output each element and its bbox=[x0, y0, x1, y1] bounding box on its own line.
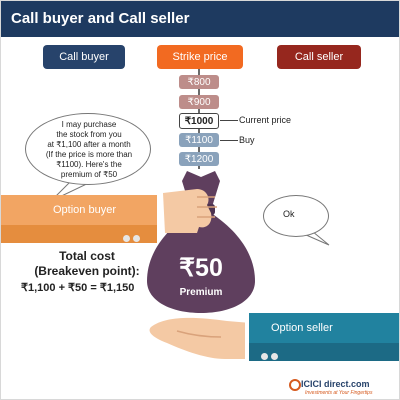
logo-icon bbox=[289, 379, 301, 391]
buy-label: Buy bbox=[239, 135, 255, 145]
breakeven-formula: ₹1,100 + ₹50 = ₹1,150 bbox=[21, 282, 135, 294]
option-buyer-dots bbox=[123, 229, 143, 247]
dot bbox=[133, 235, 140, 242]
premium-label: Premium bbox=[179, 287, 223, 298]
strike-1200: ₹1200 bbox=[179, 152, 219, 166]
dot bbox=[123, 235, 130, 242]
buyer-hand-icon bbox=[157, 189, 217, 235]
buyer-speech-text: I may purchase the stock from you at ₹1,… bbox=[45, 120, 133, 179]
option-buyer-band: Option buyer bbox=[1, 195, 157, 225]
title-bar: Call buyer and Call seller bbox=[1, 1, 399, 37]
option-seller-band: Option seller bbox=[249, 313, 399, 343]
brand-tagline: Investments at Your Fingertips bbox=[305, 390, 373, 396]
current-price-label: Current price bbox=[239, 115, 292, 125]
call-seller-header: Call seller bbox=[277, 45, 361, 69]
brand-logo: ICICI direct.com bbox=[301, 379, 370, 389]
seller-hand-icon bbox=[149, 317, 251, 359]
option-seller-band-lower bbox=[249, 343, 399, 361]
seller-speech-bubble bbox=[263, 195, 329, 237]
strike-1100-buy: ₹1100 bbox=[179, 133, 219, 147]
buy-pointer bbox=[220, 140, 238, 141]
option-buyer-band-lower bbox=[1, 225, 157, 243]
dot bbox=[271, 353, 278, 360]
call-buyer-header: Call buyer bbox=[43, 45, 125, 69]
total-cost: Total cost (Breakeven point): bbox=[31, 249, 143, 279]
option-buyer-label: Option buyer bbox=[53, 204, 116, 216]
current-price-pointer bbox=[220, 120, 238, 121]
seller-speech-text: Ok bbox=[283, 209, 295, 219]
page-title: Call buyer and Call seller bbox=[11, 10, 190, 27]
premium-amount: ₹50 bbox=[179, 254, 223, 282]
dot bbox=[261, 353, 268, 360]
buyer-speech-bubble bbox=[25, 113, 151, 185]
total-cost-line1: Total cost bbox=[59, 249, 115, 263]
strike-900: ₹900 bbox=[179, 95, 219, 109]
option-seller-label: Option seller bbox=[271, 322, 333, 334]
strike-800: ₹800 bbox=[179, 75, 219, 89]
strike-1000-current: ₹1000 bbox=[179, 113, 219, 129]
strike-price-header: Strike price bbox=[157, 45, 243, 69]
option-seller-dots bbox=[261, 347, 281, 365]
total-cost-line2: (Breakeven point): bbox=[34, 264, 140, 278]
